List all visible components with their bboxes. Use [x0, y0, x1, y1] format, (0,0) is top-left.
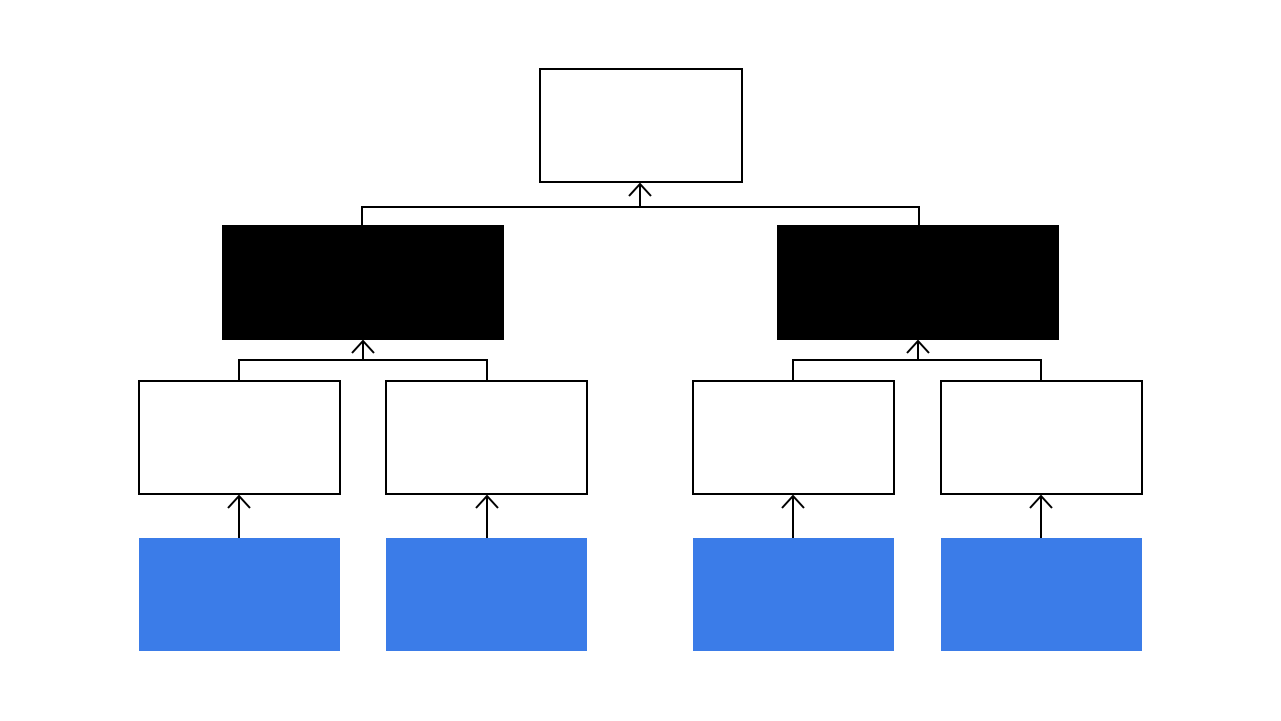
node-d4[interactable] [941, 538, 1142, 651]
edge-c1-c2-bar [238, 359, 488, 381]
node-b2-box[interactable] [777, 225, 1059, 340]
node-c2-box[interactable] [385, 380, 588, 495]
arrowhead-root [628, 182, 652, 197]
edge-c3-c4-bar [792, 359, 1042, 381]
node-d1-box[interactable] [139, 538, 340, 651]
edge-leaf-3 [781, 494, 805, 538]
arrowhead-left-black [351, 339, 375, 354]
node-d2[interactable] [386, 538, 587, 651]
node-d2-box[interactable] [386, 538, 587, 651]
node-c3-box[interactable] [692, 380, 895, 495]
arrowhead-leaf-2 [475, 494, 499, 509]
node-b1[interactable] [222, 225, 504, 340]
node-c3[interactable] [692, 380, 895, 495]
node-b2[interactable] [777, 225, 1059, 340]
edge-b1-to-root-path [361, 206, 920, 226]
node-b1-box[interactable] [222, 225, 504, 340]
connector-layer [227, 182, 1053, 538]
node-d4-box[interactable] [941, 538, 1142, 651]
edge-leaf-2 [475, 494, 499, 538]
node-d3[interactable] [693, 538, 894, 651]
node-root[interactable] [539, 68, 743, 183]
node-root-box[interactable] [539, 68, 743, 183]
node-c4[interactable] [940, 380, 1143, 495]
node-d1[interactable] [139, 538, 340, 651]
arrowhead-leaf-3 [781, 494, 805, 509]
edge-root-bus [361, 182, 920, 226]
arrowhead-leaf-1 [227, 494, 251, 509]
arrowhead-right-black [906, 339, 930, 354]
node-d3-box[interactable] [693, 538, 894, 651]
edge-leaf-4 [1029, 494, 1053, 538]
node-c1-box[interactable] [138, 380, 341, 495]
node-c4-box[interactable] [940, 380, 1143, 495]
edge-left-bus [238, 339, 488, 381]
arrowhead-leaf-4 [1029, 494, 1053, 509]
node-layer [138, 68, 1143, 651]
edge-right-bus [792, 339, 1042, 381]
edge-leaf-1 [227, 494, 251, 538]
node-c1[interactable] [138, 380, 341, 495]
node-c2[interactable] [385, 380, 588, 495]
